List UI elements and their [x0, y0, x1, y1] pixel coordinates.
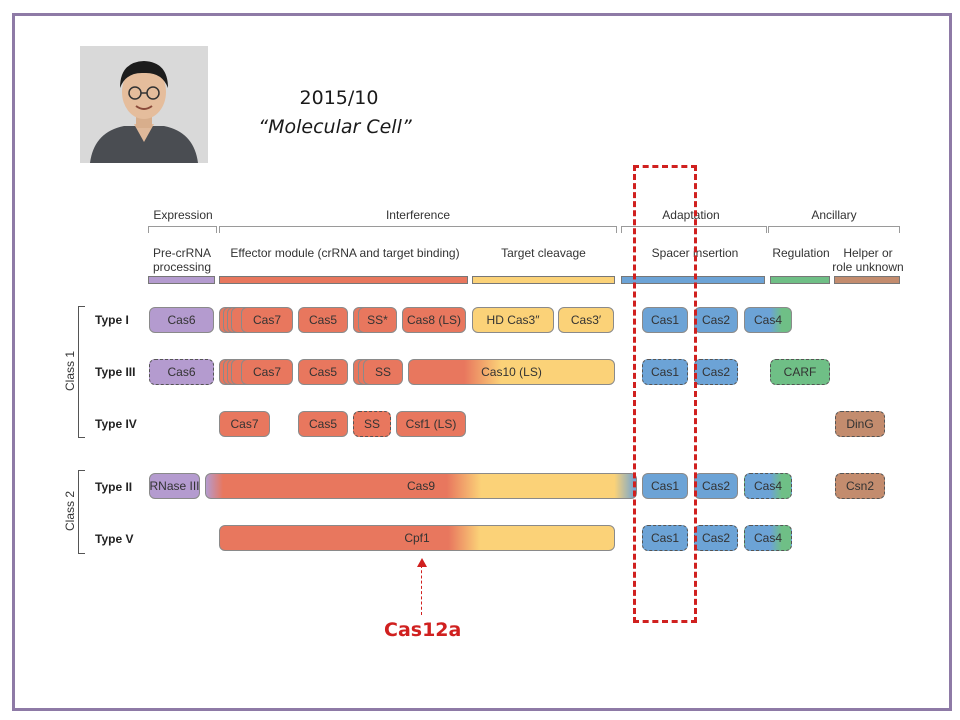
subheader-effector: Effector module (crRNA and target bindin…	[230, 246, 460, 260]
adaptation-color-bar	[621, 276, 765, 284]
type3-cas7: Cas7	[241, 359, 293, 385]
row-label-type4: Type IV	[95, 417, 137, 431]
cas12a-annotation: Cas12a	[384, 619, 462, 641]
type4-cas5: Cas5	[298, 411, 348, 437]
type4-cas7: Cas7	[219, 411, 270, 437]
type3-cas1: Cas1	[642, 359, 688, 385]
up-arrow-icon	[417, 558, 427, 567]
type3-cas6: Cas6	[149, 359, 214, 385]
type2-rnase3: RNase III	[149, 473, 200, 499]
row-label-type1: Type I	[95, 313, 129, 327]
type5-cas4: Cas4	[744, 525, 792, 551]
type1-cas4: Cas4	[744, 307, 792, 333]
helper-color-bar	[834, 276, 900, 284]
column-header-adaptation: Adaptation	[662, 208, 720, 222]
subheader-helper-line1: Helper or	[843, 246, 893, 260]
cleavage-color-bar	[472, 276, 615, 284]
effector-color-bar	[219, 276, 468, 284]
type5-cas2: Cas2	[694, 525, 738, 551]
regulation-color-bar	[770, 276, 830, 284]
row-label-type5: Type V	[95, 532, 134, 546]
subheader-precrrna-line1: Pre-crRNA	[152, 246, 211, 260]
type2-cas1: Cas1	[642, 473, 688, 499]
type2-cas9: Cas9	[205, 473, 637, 499]
type1-cas6: Cas6	[149, 307, 214, 333]
type4-ding: DinG	[835, 411, 885, 437]
column-header-ancillary: Ancillary	[811, 208, 857, 222]
type1-cas5: Cas5	[298, 307, 348, 333]
expression-color-bar	[148, 276, 215, 284]
arrow-shaft	[421, 565, 422, 615]
subheader-helper-line2: role unknown	[832, 260, 904, 274]
type3-cas2: Cas2	[694, 359, 738, 385]
type2-cas4: Cas4	[744, 473, 792, 499]
type1-cas7: Cas7	[241, 307, 293, 333]
type4-csf1: Csf1 (LS)	[396, 411, 466, 437]
type3-carf: CARF	[770, 359, 830, 385]
subheader-regulation: Regulation	[772, 246, 830, 260]
subheader-cleavage: Target cleavage	[501, 246, 586, 260]
ancillary-bracket	[768, 226, 900, 233]
type1-ss: SS*	[358, 307, 397, 333]
type1-cas8: Cas8 (LS)	[402, 307, 466, 333]
type3-cas10: Cas10 (LS)	[408, 359, 615, 385]
type5-cpf1: Cpf1	[219, 525, 615, 551]
type2-cas2: Cas2	[694, 473, 738, 499]
type5-cas1: Cas1	[642, 525, 688, 551]
portrait-photo	[80, 46, 208, 163]
row-label-type2: Type II	[95, 480, 133, 494]
class2-bracket	[78, 470, 85, 554]
type1-cas1: Cas1	[642, 307, 688, 333]
row-label-type3: Type III	[95, 365, 136, 379]
expression-bracket	[148, 226, 217, 233]
journal-label: “Molecular Cell”	[258, 116, 412, 138]
type1-cas2: Cas2	[694, 307, 738, 333]
class2-label: Class 2	[63, 491, 77, 532]
interference-bracket	[219, 226, 617, 233]
type2-csn2: Csn2	[835, 473, 885, 499]
subheader-precrrna-line2: processing	[152, 260, 212, 274]
column-header-interference: Interference	[385, 208, 451, 222]
date-label: 2015/10	[299, 87, 379, 109]
type4-ss: SS	[353, 411, 391, 437]
adaptation-highlight-box	[633, 165, 697, 623]
class1-label: Class 1	[63, 351, 77, 392]
column-header-expression: Expression	[153, 208, 213, 222]
type1-cas3: Cas3′	[558, 307, 614, 333]
type3-ss: SS	[363, 359, 403, 385]
class1-bracket	[78, 306, 85, 438]
type3-cas5: Cas5	[298, 359, 348, 385]
type1-hd-cas3: HD Cas3″	[472, 307, 554, 333]
